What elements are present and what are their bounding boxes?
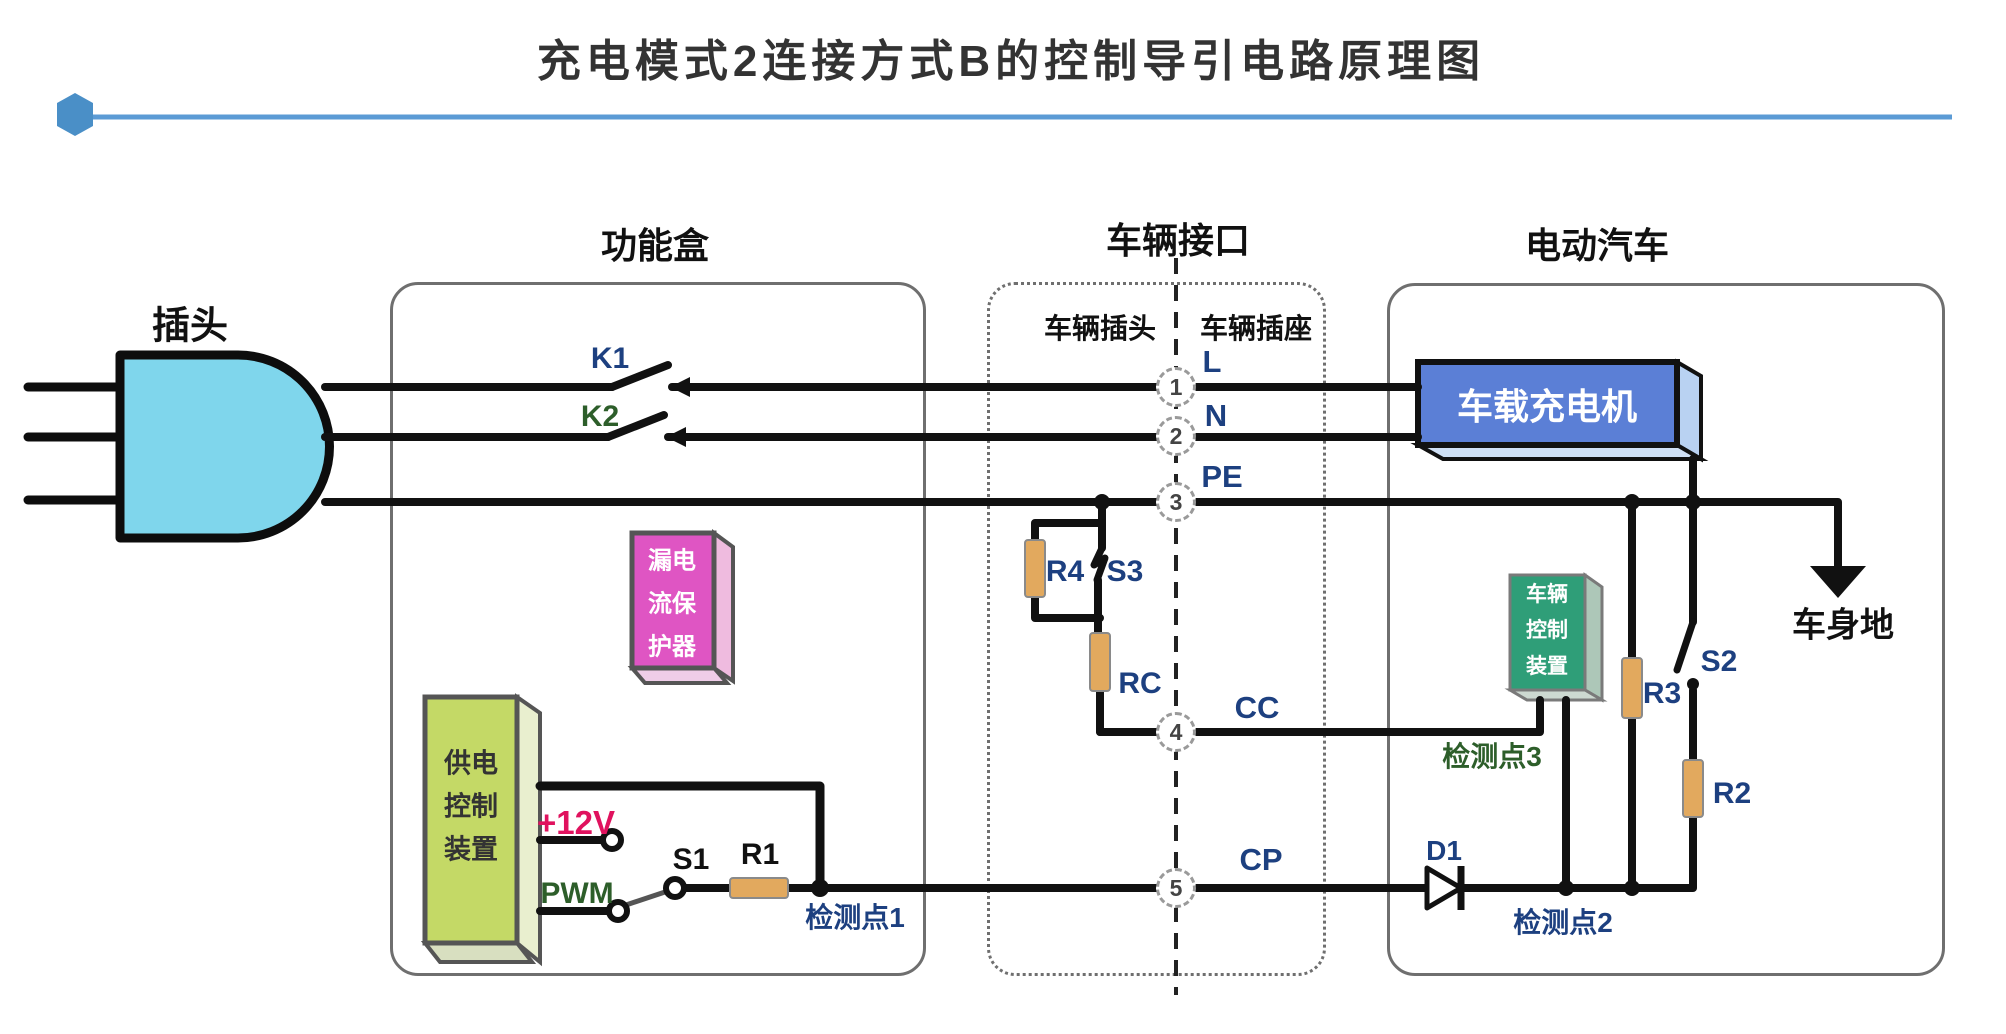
wire-PE [321, 498, 1842, 570]
supply-control-box [420, 693, 542, 967]
vehicle-control-box [1504, 572, 1608, 703]
s2-blade [1673, 618, 1697, 674]
onboard-charger-box [1410, 358, 1709, 463]
terminal-pwm [606, 899, 630, 923]
resistor-r3 [1621, 657, 1643, 719]
s3-zigzag-blade [1090, 544, 1109, 584]
s1-blade [623, 889, 668, 908]
junction-dots [811, 494, 1701, 897]
k1-blade [608, 361, 672, 391]
ev-box-outline [1387, 283, 1945, 976]
terminal-s1 [663, 876, 687, 900]
function-box-outline [390, 282, 926, 976]
header-hexagon-icon [57, 93, 93, 136]
leakage-protector-box [627, 529, 735, 685]
k2-blade [604, 411, 668, 441]
chassis-ground-icon [1810, 566, 1866, 598]
resistor-r2 [1682, 759, 1704, 818]
plug-body [115, 350, 334, 543]
resistor-rc [1089, 632, 1111, 692]
wire-CC [1096, 696, 1544, 736]
terminal-12v [600, 828, 624, 852]
k2-contact-arrow [666, 427, 686, 447]
terminals [600, 828, 687, 923]
resistor-r1 [729, 877, 789, 899]
resistors [729, 539, 1704, 899]
k1-contact-arrow [670, 377, 690, 397]
wire-CP-right [1457, 813, 1697, 892]
diode-d1 [1424, 865, 1465, 911]
wire-r4-bottom [1031, 593, 1104, 622]
wire-supply-top-to-tp1 [535, 781, 825, 893]
wires [321, 361, 1842, 915]
terminal-s2 [1687, 678, 1699, 690]
mains-plug [23, 350, 334, 543]
resistor-r4 [1024, 539, 1046, 598]
wire-pe-to-r4 [1031, 519, 1106, 544]
vehicle-interface-box-outline [987, 282, 1326, 976]
